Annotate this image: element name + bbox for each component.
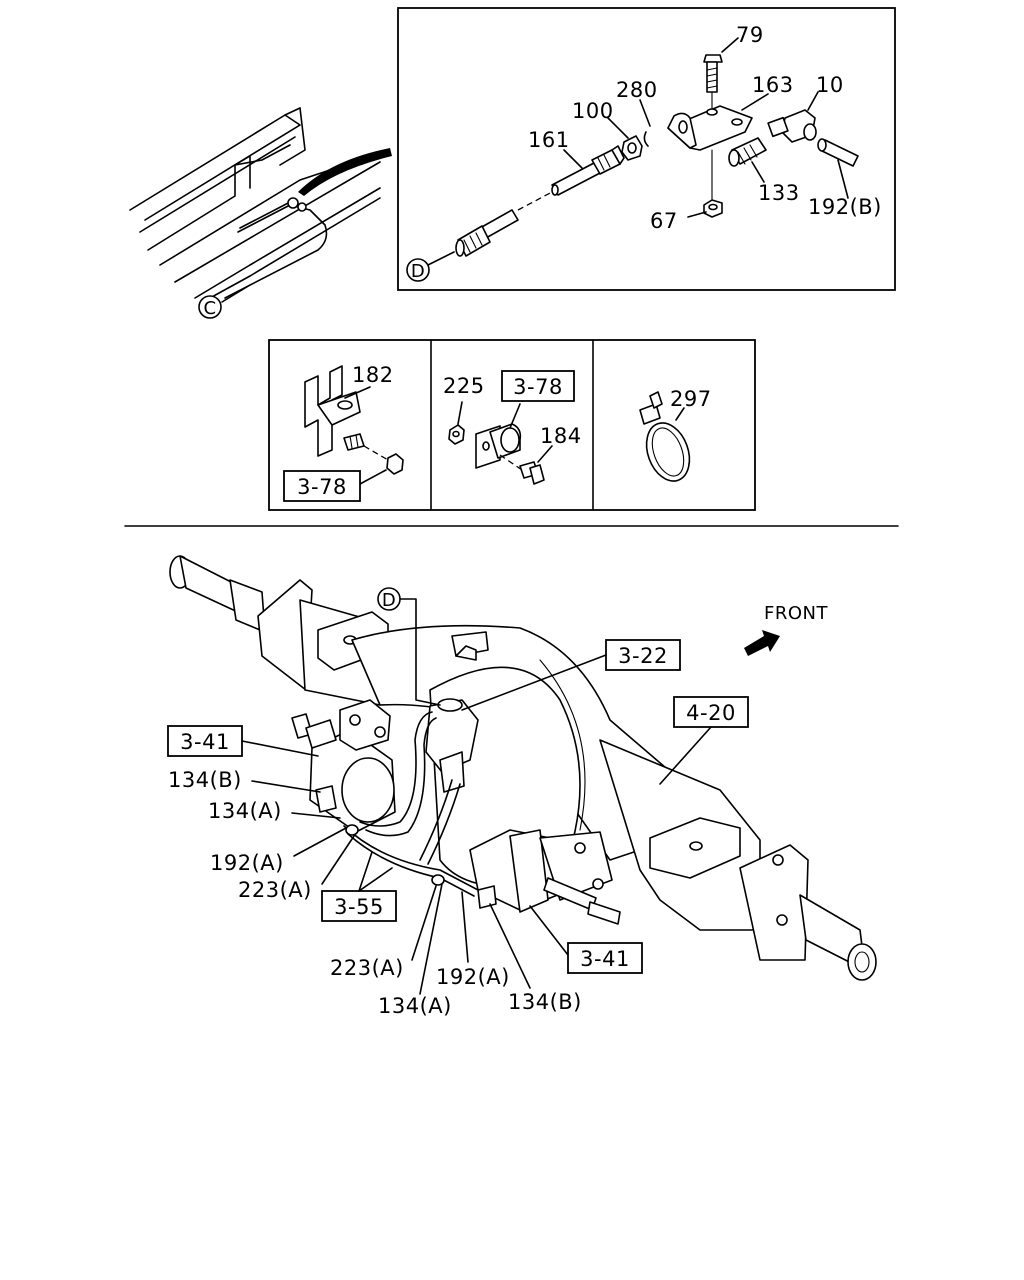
callout-133: 133: [758, 181, 800, 205]
callout-163: 163: [752, 73, 794, 97]
washer-280: [639, 99, 651, 147]
callout-79: 79: [736, 23, 764, 47]
callout-c-label: C: [203, 298, 216, 319]
ref-box-3-41-left: [167, 725, 243, 757]
callout-circle-d-top: [406, 258, 430, 282]
panel2-part-225: 225: [443, 374, 485, 398]
sub-panels: 182 3-78 225 3-78 184: [268, 339, 756, 511]
bolt-79: [703, 37, 739, 111]
label-223a-left: 223(A): [238, 878, 312, 902]
callout-circle-c: [198, 295, 222, 319]
pipe-192b: [817, 138, 859, 199]
callout-280: 280: [616, 78, 658, 102]
detail-box-top: 79 163 10 192(B): [397, 7, 896, 291]
ref-box-3-55: [321, 890, 397, 922]
connector-133: [728, 137, 767, 183]
label-134a-bottom: 134(A): [378, 994, 452, 1018]
ref-box-3-22: [605, 639, 681, 671]
panel3-part-297: 297: [670, 387, 712, 411]
hose-161: [551, 145, 625, 196]
ref-3-22: 3-22: [618, 644, 668, 668]
axle-assembly: [169, 555, 877, 981]
label-223a-bottom: 223(A): [330, 956, 404, 980]
panel2-ref: 3-78: [513, 375, 563, 399]
callout-161: 161: [528, 128, 570, 152]
front-indicator: FRONT: [744, 603, 828, 656]
nut-100: [607, 117, 643, 161]
label-134a-left: 134(A): [208, 799, 282, 823]
callout-d-main: D: [377, 587, 441, 706]
front-arrow-icon: [744, 630, 780, 656]
fitting-d: [425, 209, 519, 267]
ref-3-41-left: 3-41: [180, 730, 230, 754]
callout-100: 100: [572, 99, 614, 123]
label-192a-left: 192(A): [210, 851, 284, 875]
callout-67: 67: [650, 209, 678, 233]
callout-d-main-label: D: [382, 590, 396, 611]
label-134b-bottom: 134(B): [508, 990, 582, 1014]
label-134b-left: 134(B): [168, 768, 242, 792]
front-label: FRONT: [764, 603, 828, 624]
callout-10: 10: [816, 73, 844, 97]
panel2-part-184: 184: [540, 424, 582, 448]
nut-67: [687, 149, 723, 218]
ref-box-4-20: [673, 696, 749, 728]
bracket-163: [667, 93, 769, 151]
panel-tie-297: [639, 391, 691, 482]
panel1-ref-box: [283, 470, 361, 502]
callout-192b: 192(B): [808, 195, 882, 219]
panel1-ref: 3-78: [297, 475, 347, 499]
panel-bracket-182: [304, 365, 404, 485]
ref-box-3-41-right: [567, 942, 643, 974]
panel1-part-182: 182: [352, 363, 394, 387]
frame-rail-view: C: [129, 107, 392, 319]
callout-d-top-label: D: [411, 261, 425, 282]
label-192a-bottom: 192(A): [436, 965, 510, 989]
ref-4-20: 4-20: [686, 701, 736, 725]
ref-3-41-right: 3-41: [580, 947, 630, 971]
tee-fitting-10: [767, 91, 819, 143]
ref-3-55: 3-55: [334, 895, 384, 919]
panel2-ref-box: [501, 370, 575, 402]
panel-clip-184: [448, 401, 553, 485]
